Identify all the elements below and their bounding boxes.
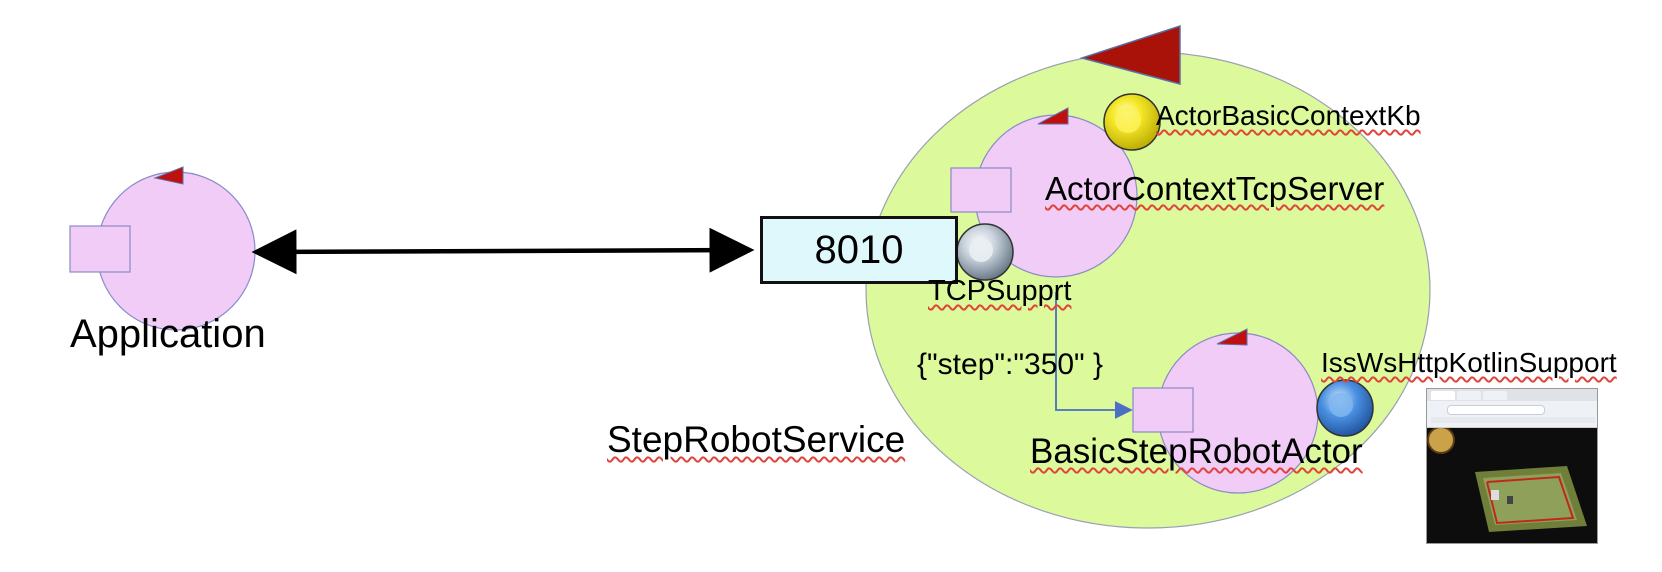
tcp-server-port-square bbox=[950, 167, 1012, 213]
ws-support-label: IssWsHttpKotlinSupport bbox=[1321, 347, 1617, 378]
port-box: 8010 bbox=[760, 216, 958, 284]
tcp-server-label: ActorContextTcpServer bbox=[1045, 170, 1385, 207]
port-label: 8010 bbox=[814, 227, 904, 272]
robot-actor-label: BasicStepRobotActor bbox=[1030, 432, 1363, 471]
tcp-support-label: TCPSupprt bbox=[928, 275, 1072, 307]
tcp-server-pointer bbox=[1037, 107, 1069, 125]
yellow-knob-icon bbox=[1103, 93, 1161, 151]
message-connector bbox=[1055, 292, 1133, 419]
service-context-pointer bbox=[1079, 24, 1181, 85]
application-port-square bbox=[69, 225, 131, 273]
application-pointer bbox=[153, 166, 184, 185]
blue-knob-icon bbox=[1316, 379, 1374, 437]
service-label: StepRobotService bbox=[607, 419, 906, 460]
robot-actor-pointer bbox=[1216, 328, 1248, 346]
robot-actor-port-square bbox=[1132, 387, 1194, 433]
context-kb-label: ActorBasicContextKb bbox=[1156, 100, 1421, 131]
application-port-link bbox=[251, 227, 755, 275]
grey-knob-icon bbox=[956, 223, 1014, 281]
message-label: {"step":"350" } bbox=[917, 348, 1104, 381]
application-label: Application bbox=[70, 312, 266, 356]
browser-screenshot-icon bbox=[1426, 388, 1598, 544]
